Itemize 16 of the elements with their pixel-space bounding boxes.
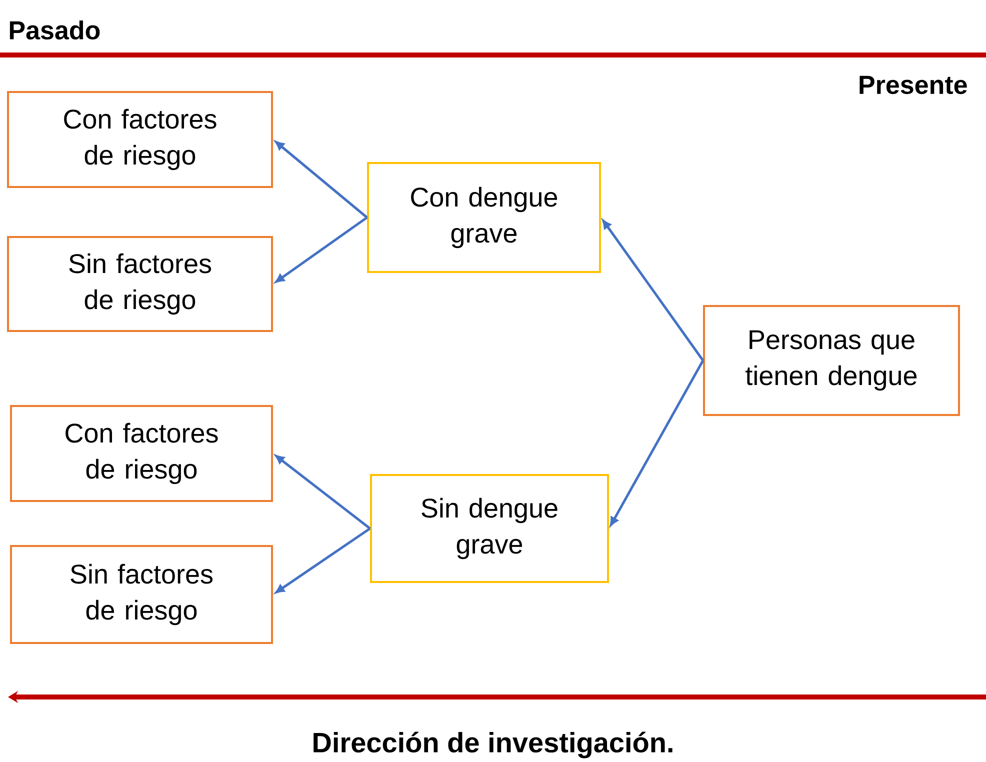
arrow <box>275 141 368 218</box>
arrow <box>276 527 371 594</box>
arrow <box>602 220 704 362</box>
arrow <box>610 360 704 526</box>
category-box: Con factores de riesgo <box>10 405 273 502</box>
arrow <box>275 455 371 530</box>
category-box: Con factores de riesgo <box>7 91 273 188</box>
category-box: Sin dengue grave <box>370 474 609 583</box>
arrow <box>275 216 368 283</box>
heading-label: Presente <box>860 76 967 94</box>
heading-label: Dirección de investigación. <box>314 732 672 758</box>
category-box: Sin factores de riesgo <box>10 545 273 644</box>
category-box: Personas que tienen dengue <box>703 305 960 416</box>
category-box: Con dengue grave <box>367 162 601 273</box>
heading-label: Pasado <box>10 20 100 40</box>
category-box: Sin factores de riesgo <box>7 236 273 332</box>
